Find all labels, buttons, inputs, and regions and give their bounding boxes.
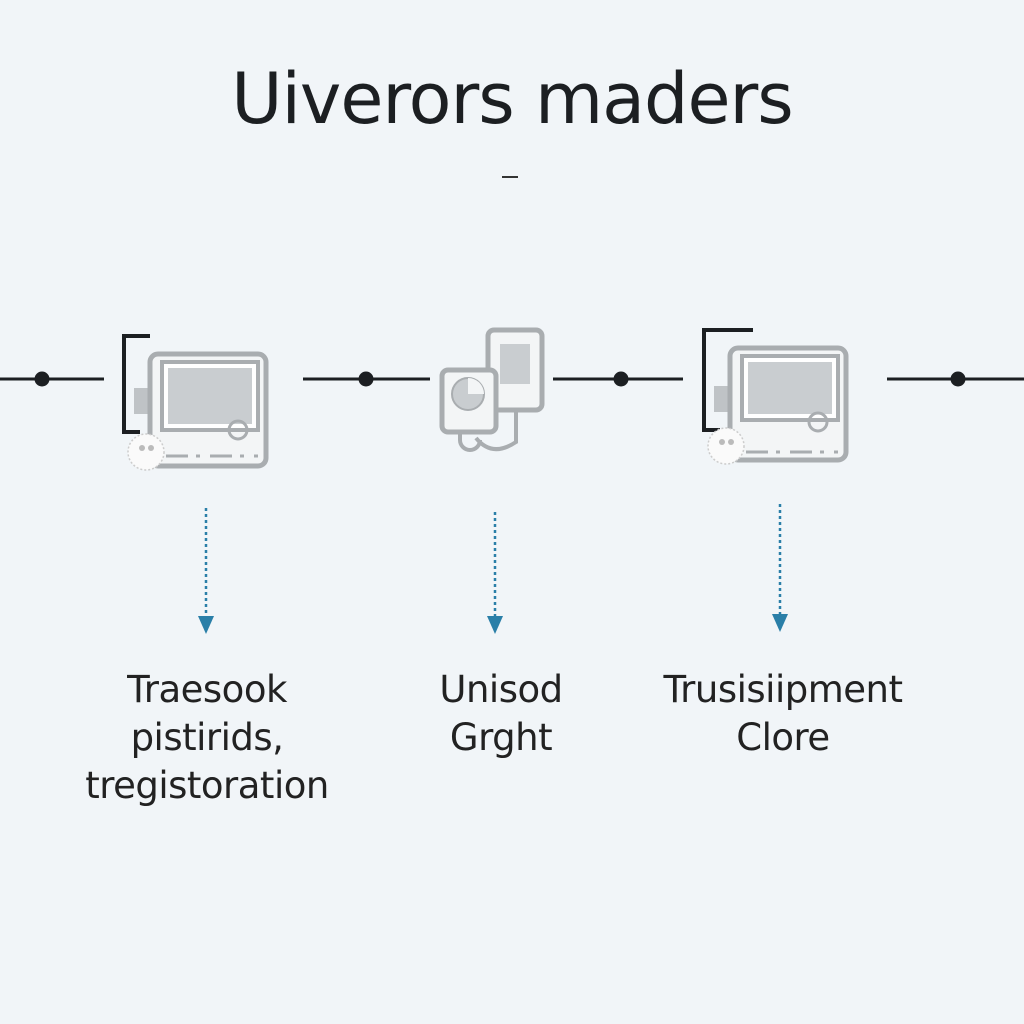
step-label-3: Trusisiipment Clore	[633, 666, 933, 762]
step-label-line: Unisod	[439, 668, 563, 711]
arrow-down-icon	[198, 508, 214, 634]
monitor-icon	[702, 328, 849, 465]
step-label-line: pistirids,	[130, 716, 284, 759]
title-divider	[502, 176, 518, 178]
connector-4	[887, 371, 1024, 387]
connector-2	[303, 371, 430, 387]
step-label-line: Traesook	[127, 668, 287, 711]
arrow-down-icon	[772, 504, 788, 632]
step-label-line: tregistoration	[85, 764, 329, 807]
connector-3	[553, 371, 683, 387]
monitor-icon	[122, 334, 269, 471]
step-label-1: Traesook pistirids, tregistoration	[57, 666, 357, 810]
step-label-line: Clore	[736, 716, 830, 759]
arrow-down-icon	[487, 512, 503, 634]
step-label-line: Trusisiipment	[663, 668, 903, 711]
step-label-line: Grght	[449, 716, 553, 759]
device-icon	[439, 327, 545, 452]
connector-1	[0, 371, 104, 387]
step-label-2: Unisod Grght	[351, 666, 651, 762]
diagram-title: Uiverors maders	[231, 58, 794, 140]
